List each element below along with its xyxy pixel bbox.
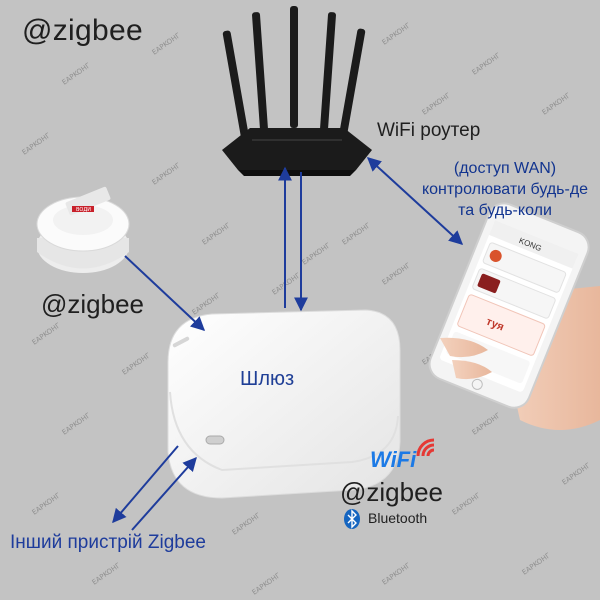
hub-zigbee-label: @zigbee: [340, 477, 444, 507]
router-label: WiFi роутер: [377, 120, 481, 141]
sensor-tag: ВОДИ: [76, 207, 91, 213]
wan-line-1: (доступ WAN): [453, 160, 557, 177]
gateway-image: [167, 309, 401, 499]
sensor-zigbee-label: @zigbee: [41, 289, 145, 319]
other-zigbee-device-label: Інший пристрій Zigbee: [10, 532, 206, 553]
wan-line-2: контролювати будь-де: [421, 181, 589, 198]
arrow-router-phone: [366, 157, 464, 245]
gateway-label: Шлюз: [240, 368, 295, 390]
bluetooth-icon: [344, 509, 360, 529]
smartphone-image: KONG туя: [428, 202, 600, 430]
wan-access-text: (доступ WAN) контролювати будь-де та буд…: [410, 158, 600, 221]
water-sensor-image: ВОДИ: [36, 186, 130, 273]
router-image: [222, 6, 372, 176]
wifi-logo: WiFi: [370, 447, 417, 472]
bluetooth-label: Bluetooth: [368, 510, 428, 526]
arrow-device-to-gateway: [131, 456, 197, 531]
connection-arrows: [112, 157, 464, 531]
arrow-sensor-to-gateway: [124, 255, 206, 331]
wifi-signal-icon: [416, 438, 435, 457]
arrow-gateway-to-device: [112, 445, 179, 524]
wan-line-3: та будь-коли: [458, 202, 552, 219]
title-zigbee-label: @zigbee: [22, 14, 143, 47]
